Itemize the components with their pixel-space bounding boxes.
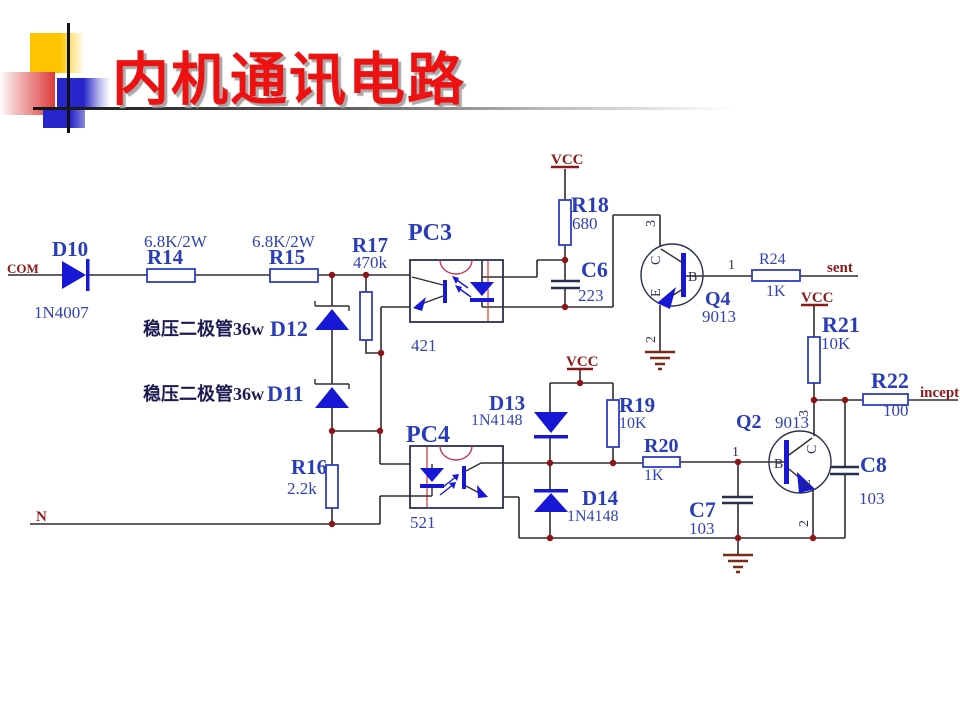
value-d10: 1N4007: [34, 303, 89, 322]
optocoupler-pc4: [409, 445, 504, 509]
zener-d12: [314, 301, 350, 330]
value-r24: 1K: [766, 283, 786, 300]
capacitor-c6: [551, 279, 580, 290]
note-d11: 稳压二极管36w: [143, 383, 264, 404]
label-q4: Q4: [705, 288, 731, 310]
value-c6: 223: [578, 286, 604, 305]
vcc-label-r18: VCC: [551, 152, 584, 168]
label-d10: D10: [52, 237, 88, 261]
terminal-com: COM: [7, 261, 39, 276]
pin-q4-e: E: [649, 288, 664, 297]
resistor-r17: [359, 291, 373, 341]
transistor-q2: [768, 430, 832, 494]
resistor-r19: [606, 399, 620, 448]
label-r14: R14: [147, 245, 184, 269]
label-r19: R19: [619, 393, 655, 417]
title-underline: [33, 107, 770, 110]
diode-d14: [534, 489, 568, 512]
deco-blue-square-small: [43, 110, 85, 128]
diode-d13: [534, 412, 568, 439]
transistor-q4: [640, 243, 704, 309]
value-c8: 103: [859, 489, 885, 508]
value-r14: 6.8K/2W: [144, 232, 208, 251]
label-d14: D14: [582, 486, 619, 510]
label-c7: C7: [689, 497, 716, 522]
vcc-label-r21: VCC: [801, 290, 834, 306]
page-title: 内机通讯电路: [112, 48, 466, 112]
label-r24: R24: [759, 251, 786, 268]
label-pc4: PC4: [406, 422, 450, 448]
terminal-incept: incept: [920, 385, 959, 401]
value-q4: 9013: [702, 307, 736, 326]
value-q2: 9013: [775, 413, 809, 432]
vcc-label-r19: VCC: [566, 354, 599, 370]
label-r15: R15: [269, 245, 305, 269]
value-r22: 100: [883, 401, 909, 420]
label-r21: R21: [822, 312, 860, 337]
resistor-r14: [146, 268, 196, 283]
pin-q2-1: 1: [732, 445, 739, 460]
deco-blue-square: [57, 78, 110, 110]
value-d14: 1N4148: [567, 508, 619, 525]
pin-q4-b: B: [688, 270, 697, 285]
label-r17: R17: [352, 233, 388, 257]
label-c6: C6: [581, 257, 608, 282]
value-r21: 10K: [821, 334, 851, 353]
ground-q4: [645, 350, 675, 371]
pin-q4-2: 2: [644, 336, 659, 343]
value-c7: 103: [689, 519, 715, 538]
value-d13: 1N4148: [471, 412, 523, 429]
label-r16: R16: [291, 455, 327, 479]
label-d11: D11: [267, 381, 304, 406]
diode-d10: [62, 259, 90, 291]
value-r20: 1K: [644, 467, 664, 484]
resistor-r22: [862, 393, 909, 406]
value-pc4: 521: [410, 513, 436, 532]
value-pc3: 421: [411, 336, 437, 355]
pin-q4-1: 1: [728, 258, 735, 273]
resistor-r16: [325, 464, 339, 509]
pin-q2-e: E: [799, 479, 814, 488]
resistor-r20: [642, 456, 681, 468]
pin-q2-c: C: [805, 445, 820, 454]
junction-dots: [328, 256, 849, 542]
resistor-r24: [751, 269, 801, 282]
label-pc3: PC3: [408, 220, 452, 246]
value-r17: 470k: [353, 253, 388, 272]
ground-c7: [723, 538, 753, 574]
note-d12: 稳压二极管36w: [143, 318, 264, 339]
label-q2: Q2: [736, 411, 762, 433]
label-r22: R22: [871, 368, 909, 393]
capacitor-c8: [830, 465, 859, 476]
resistor-r21: [807, 336, 821, 384]
value-r19: 10K: [619, 415, 647, 432]
label-c8: C8: [860, 452, 887, 477]
value-r18: 680: [572, 214, 598, 233]
label-r18: R18: [571, 192, 609, 217]
zener-d11: [314, 379, 350, 408]
pin-q2-b: B: [774, 457, 783, 472]
resistor-r18: [558, 199, 572, 246]
label-d12: D12: [270, 316, 308, 341]
pin-q2-2: 2: [797, 520, 812, 527]
value-r15: 6.8K/2W: [252, 232, 316, 251]
pin-q4-c: C: [649, 256, 664, 265]
value-r16: 2.2k: [287, 479, 317, 498]
pin-q4-3: 3: [644, 220, 659, 227]
capacitor-c7: [722, 495, 753, 505]
pin-q2-3: 3: [797, 410, 812, 417]
resistor-r15: [269, 268, 319, 283]
deco-yellow-square: [30, 33, 85, 73]
optocoupler-pc3: [409, 259, 504, 323]
label-d13: D13: [489, 391, 525, 415]
label-r20: R20: [644, 435, 678, 457]
deco-vertical-line: [67, 23, 70, 133]
terminal-sent: sent: [827, 260, 853, 276]
terminal-n: N: [36, 509, 47, 525]
